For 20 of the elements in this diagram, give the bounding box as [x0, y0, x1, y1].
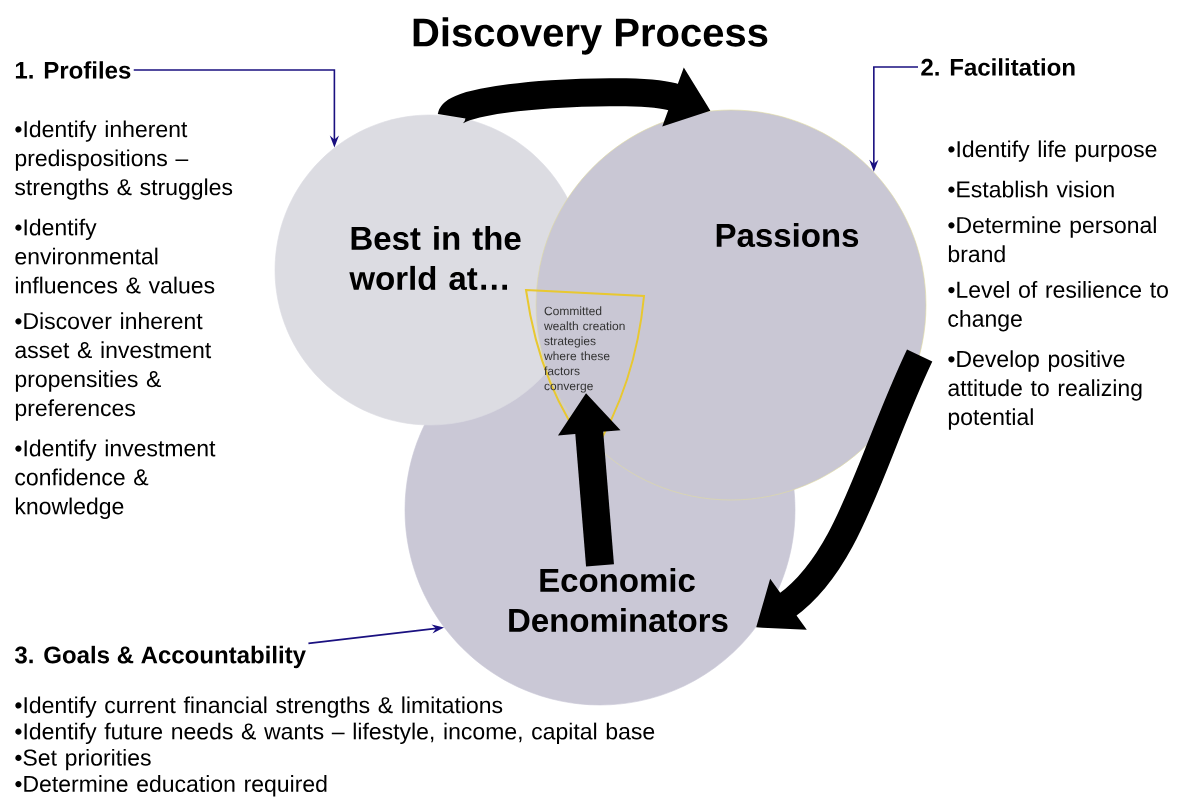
- bullet-text: •Develop positive attitude to realizing potential: [948, 350, 1142, 430]
- title: Discovery Process: [413, 17, 768, 55]
- bullet-text: •Identify inherent predispositions – strengths & struggles: [15, 120, 233, 200]
- bullet-text: •Identify investment confidence & knowledge: [15, 439, 216, 519]
- section-heading: 1. Profiles: [15, 61, 131, 79]
- bullet-text: •Discover inherent asset & investment propensities & preferences: [15, 312, 212, 421]
- section-heading: 3. Goals & Accountability: [14, 645, 306, 669]
- bullet-text: •Establish vision: [948, 180, 1114, 198]
- bullet-text: •Set priorities: [15, 748, 151, 771]
- section-heading: 2. Facilitation: [921, 58, 1075, 76]
- circle-label: Best in the world at…: [349, 225, 521, 291]
- bullet-text: •Identify current financial strengths & limitations: [15, 696, 503, 718]
- bullet-text: •Identify future needs & wants – lifestyle, income, capital base: [15, 722, 655, 745]
- circle-label: Passions: [716, 222, 859, 248]
- circle-label: Economic Denominators: [509, 567, 728, 633]
- bullet-text: •Determine education required: [15, 775, 327, 797]
- bullet-text: •Level of resilience to change: [948, 281, 1168, 332]
- bullet-text: •Determine personal brand: [948, 216, 1156, 263]
- bullet-text: •Identify environmental influences & values: [15, 218, 215, 294]
- bullet-text: •Identify life purpose: [948, 140, 1157, 162]
